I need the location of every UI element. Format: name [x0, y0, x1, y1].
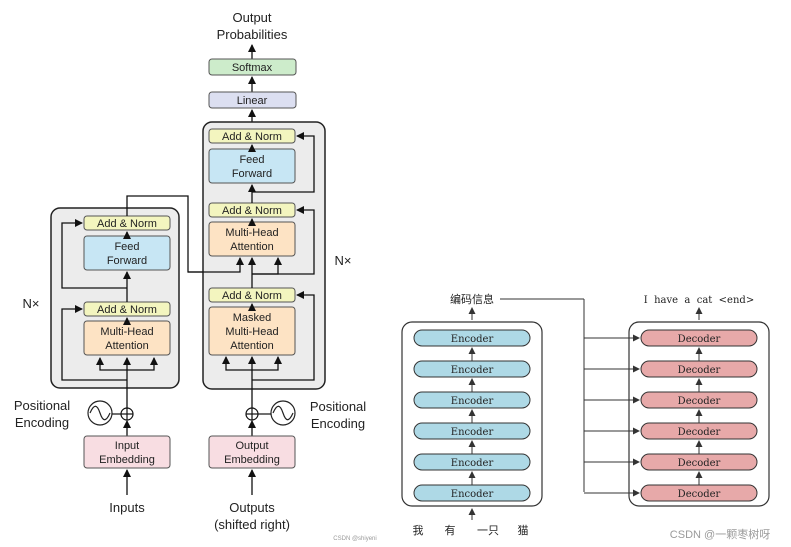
decoder-cross-attention-line1: Multi-Head [225, 227, 278, 239]
encoder-decoder-stack: 编码信息 I have a cat <end> EncoderEncoderEn… [401, 292, 770, 541]
encoder-layers: EncoderEncoderEncoderEncoderEncoderEncod… [413, 329, 531, 502]
encoder-layer-label: Encoder [451, 458, 494, 469]
transformer-diagram: Output Probabilities Softmax Linear N× A… [14, 10, 377, 542]
encoded-info-label: 编码信息 [450, 292, 494, 306]
input-token: 我 [413, 524, 424, 537]
output-embedding-box [208, 435, 296, 469]
output-probabilities-line2: Probabilities [217, 27, 288, 42]
input-embedding-line2: Embedding [99, 454, 155, 466]
decoder-layer-label: Decoder [678, 365, 721, 376]
linear-box [208, 91, 297, 109]
decoder-layer [640, 484, 758, 502]
input-embedding-line1: Input [115, 440, 139, 452]
decoder-layer-label: Decoder [678, 489, 721, 500]
decoder-layer-label: Decoder [678, 334, 721, 345]
decoder-positional-line2: Encoding [311, 416, 365, 431]
right-watermark: CSDN @一颗枣树呀 [670, 527, 770, 541]
encoder-layer [413, 422, 531, 440]
input-embedding-box [83, 435, 171, 469]
encoder-layer [413, 484, 531, 502]
inputs-label: Inputs [109, 500, 145, 515]
encoder-positional-line1: Positional [14, 398, 70, 413]
encoder-feed-forward-line2: Forward [107, 255, 147, 267]
outputs-label-line1: Outputs [229, 500, 275, 515]
decoder-add-norm-top-label: Add & Norm [222, 131, 282, 143]
encoder-layer-label: Encoder [451, 427, 494, 438]
encoder-add-norm-bottom-label: Add & Norm [97, 304, 157, 316]
decoder-layer [640, 391, 758, 409]
encoder-attention-line1: Multi-Head [100, 326, 153, 338]
encoder-block [50, 207, 180, 389]
encoder-layer-label: Encoder [451, 396, 494, 407]
decoder-add-norm-bottom-label: Add & Norm [222, 290, 282, 302]
decoder-masked-line1: Masked [233, 312, 272, 324]
decoder-masked-line2: Multi-Head [225, 326, 278, 338]
encoder-layer-label: Encoder [451, 365, 494, 376]
input-token: 有 [445, 523, 456, 537]
left-watermark: CSDN @shiyeni [333, 536, 376, 542]
decoder-layer [640, 360, 758, 378]
encoder-attention-line2: Attention [105, 340, 148, 352]
decoder-layers: DecoderDecoderDecoderDecoderDecoderDecod… [584, 329, 758, 502]
output-embedding-line1: Output [235, 440, 268, 452]
softmax-box [208, 58, 297, 76]
decoder-layer [640, 422, 758, 440]
encoder-layer-label: Encoder [451, 334, 494, 345]
decoder-layer [640, 329, 758, 347]
input-token: 猫 [518, 524, 529, 537]
encoder-add-norm-top-label: Add & Norm [97, 218, 157, 230]
output-embedding-line2: Embedding [224, 454, 280, 466]
decoder-cross-attention-line2: Attention [230, 241, 273, 253]
softmax-label: Softmax [232, 62, 273, 74]
output-probabilities-line1: Output [232, 10, 271, 25]
decoder-add-norm-top [208, 128, 296, 144]
decoder-feed-forward-line1: Feed [239, 154, 264, 166]
outputs-label-line2: (shifted right) [214, 517, 290, 532]
decoder-layer-label: Decoder [678, 427, 721, 438]
decoder-positional-line1: Positional [310, 399, 366, 414]
decoder-layer [640, 453, 758, 471]
encoder-layer [413, 360, 531, 378]
encoder-layer [413, 329, 531, 347]
decoder-add-norm-middle-label: Add & Norm [222, 205, 282, 217]
encoder-positional-line2: Encoding [15, 415, 69, 430]
decoder-layer-label: Decoder [678, 396, 721, 407]
decoder-masked-line3: Attention [230, 340, 273, 352]
decoder-repeat-label: N× [335, 253, 352, 268]
encoder-feed-forward-line1: Feed [114, 241, 139, 253]
input-token: 一只 [477, 524, 499, 537]
encoder-layer-label: Encoder [451, 489, 494, 500]
decoder-layer-label: Decoder [678, 458, 721, 469]
encoder-layer [413, 453, 531, 471]
output-sentence-label: I have a cat <end> [644, 295, 754, 306]
input-token-row: 我 有 一只 猫 [413, 523, 529, 537]
linear-label: Linear [237, 95, 268, 107]
decoder-feed-forward-line2: Forward [232, 168, 272, 180]
encoder-repeat-label: N× [23, 296, 40, 311]
encoder-layer [413, 391, 531, 409]
